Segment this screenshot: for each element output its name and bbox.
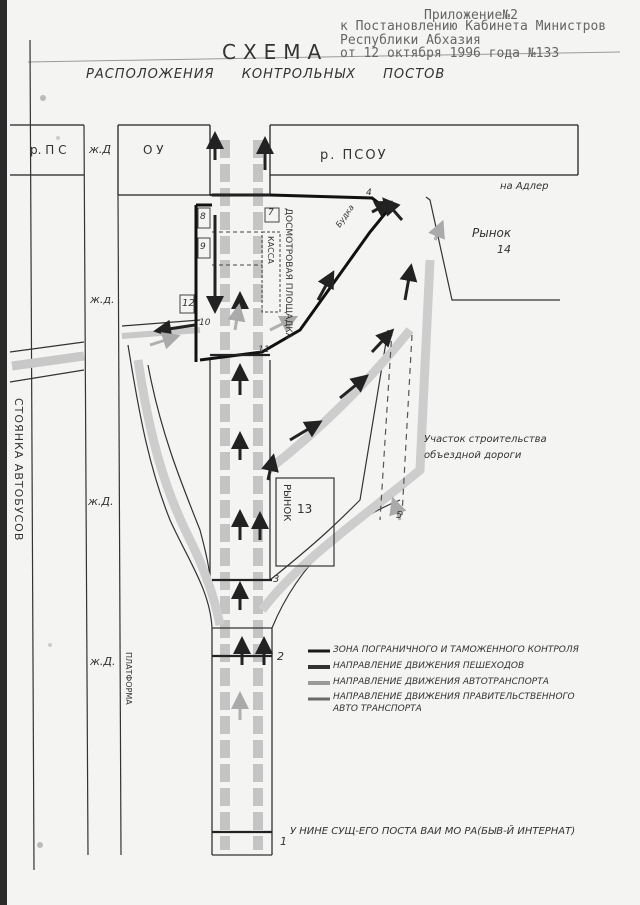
marker-3: 3 (273, 574, 280, 585)
marker-2: 2 (277, 650, 284, 663)
label-river-psou: р. ПСОУ (320, 148, 388, 163)
marker-4: 4 (366, 188, 372, 198)
marker-9: 9 (200, 242, 206, 252)
railway-lines (29, 39, 122, 871)
label-market-13-num: 13 (297, 502, 313, 516)
left-road-band (11, 351, 85, 371)
corridor-bands (220, 140, 263, 850)
scan-edge (0, 0, 7, 905)
label-bus-stop: СТОЯНКА АВТОБУСОВ (12, 398, 25, 542)
label-kassa: КАССА (266, 236, 275, 264)
river-strip (10, 124, 579, 196)
appendix-line-2: к Постановлению Кабинета Министров (340, 19, 607, 34)
marker-5: 5 (396, 510, 403, 521)
label-railway-top: ж.Д (89, 143, 111, 156)
vehicle-arrows (149, 219, 445, 720)
construction-dashes (379, 329, 413, 521)
page-subtitle: РАСПОЛОЖЕНИЯ КОНТРОЛЬНЫХ ПОСТОВ (86, 67, 446, 82)
label-railway-low: ж.Д. (88, 495, 114, 508)
label-market-14: Рынок (472, 226, 512, 240)
bottom-note: У НИНЕ СУЩ-ЕГО ПОСТА ВАИ МО РА(БЫВ-Й ИНТ… (290, 826, 576, 837)
label-construction-1: Участок строительства (424, 434, 547, 445)
legend-item-4: НАПРАВЛЕНИЕ ДВИЖЕНИЯ ПРАВИТЕЛЬСТВЕННОГО (333, 692, 575, 702)
market-13-box (275, 477, 335, 567)
appendix-line-1: Приложение№2 (424, 8, 518, 23)
legend-swatches (308, 649, 330, 701)
label-market-13: РЫНОК (281, 484, 292, 522)
appendix-line-3: Республики Абхазия (340, 33, 481, 48)
legend-item-3: НАПРАВЛЕНИЕ ДВИЖЕНИЯ АВТОТРАНСПОРТА (333, 677, 549, 687)
legend-item-1: ЗОНА ПОГРАНИЧНОГО И ТАМОЖЕННОГО КОНТРОЛЯ (333, 645, 579, 655)
header-rule (27, 51, 621, 63)
marker-7: 7 (268, 208, 274, 218)
control-zone-thin (179, 207, 281, 314)
label-market-14-num: 14 (497, 243, 511, 256)
market-14-boundary (425, 196, 560, 301)
label-river-ps: р. П С (30, 143, 67, 157)
fork-bands (133, 259, 435, 626)
label-platform: ПЛАТФОРМА (124, 652, 133, 705)
legend-item-5: АВТО ТРАНСПОРТА (333, 704, 422, 714)
appendix-line-4: от 12 октября 1996 года №133 (340, 46, 560, 61)
label-construction-2: объездной дороги (424, 450, 522, 461)
marker-11: 11 (258, 345, 270, 355)
label-ou: О У (143, 143, 164, 157)
label-railway-bottom: ж.Д. (90, 655, 116, 668)
label-inspection-area: ДОСМОТРОВАЯ ПЛОЩАДКА (283, 208, 293, 339)
marker-1: 1 (280, 835, 287, 848)
marker-12: 12 (182, 298, 195, 309)
label-to-adler: на Адлер (500, 181, 549, 192)
page-title: СХЕМА (222, 40, 329, 64)
marker-8: 8 (200, 212, 206, 222)
marker-10: 10 (199, 318, 211, 328)
label-railway-mid: ж.д. (90, 293, 115, 306)
legend-item-2: НАПРАВЛЕНИЕ ДВИЖЕНИЯ ПЕШЕХОДОВ (333, 661, 525, 671)
